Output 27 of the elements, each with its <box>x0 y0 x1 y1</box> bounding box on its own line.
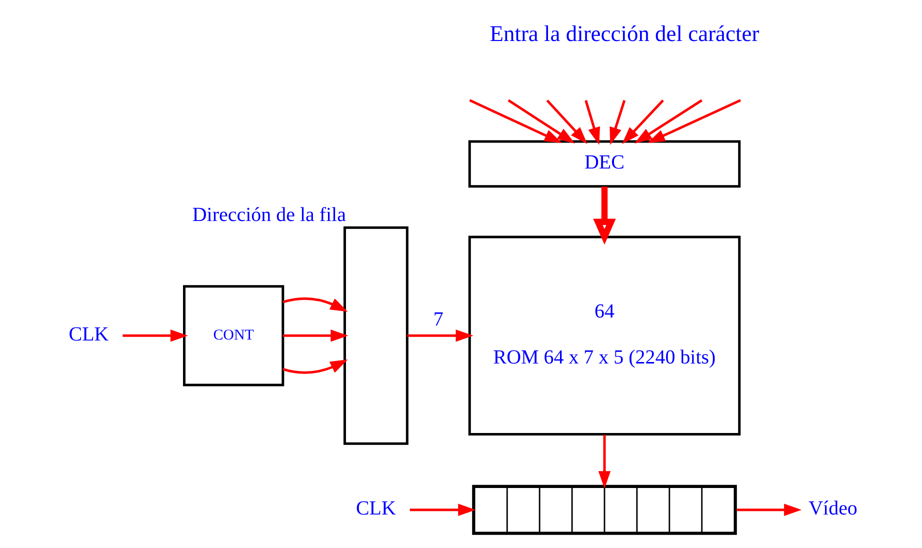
arrow <box>282 297 348 312</box>
arrow <box>646 99 741 143</box>
node-box: DEC <box>468 140 740 188</box>
node-box: CONT <box>182 285 284 386</box>
arrow <box>634 99 702 144</box>
arrow <box>592 186 616 245</box>
arrow <box>282 330 348 342</box>
arrow <box>736 504 802 516</box>
node-box <box>342 226 408 445</box>
label: Entra la dirección del carácter <box>489 21 759 46</box>
node-box: 64 ROM 64 x 7 x 5 (2240 bits) <box>468 236 740 436</box>
node-text: CLK <box>68 323 108 346</box>
arrow <box>622 100 664 144</box>
node-text: CLK <box>355 498 396 520</box>
arrow <box>409 504 476 516</box>
node-text: Vídeo <box>808 498 857 520</box>
arrow <box>609 100 626 145</box>
arrow <box>468 99 562 143</box>
node-label: Dirección de la fila <box>192 204 346 226</box>
arrow <box>546 100 587 144</box>
edge-label: 7 <box>432 308 443 330</box>
arrow <box>584 100 600 145</box>
arrow <box>406 330 473 342</box>
arrow <box>598 434 610 489</box>
arrow <box>282 360 348 374</box>
arrow <box>507 99 574 144</box>
arrow <box>122 330 188 342</box>
